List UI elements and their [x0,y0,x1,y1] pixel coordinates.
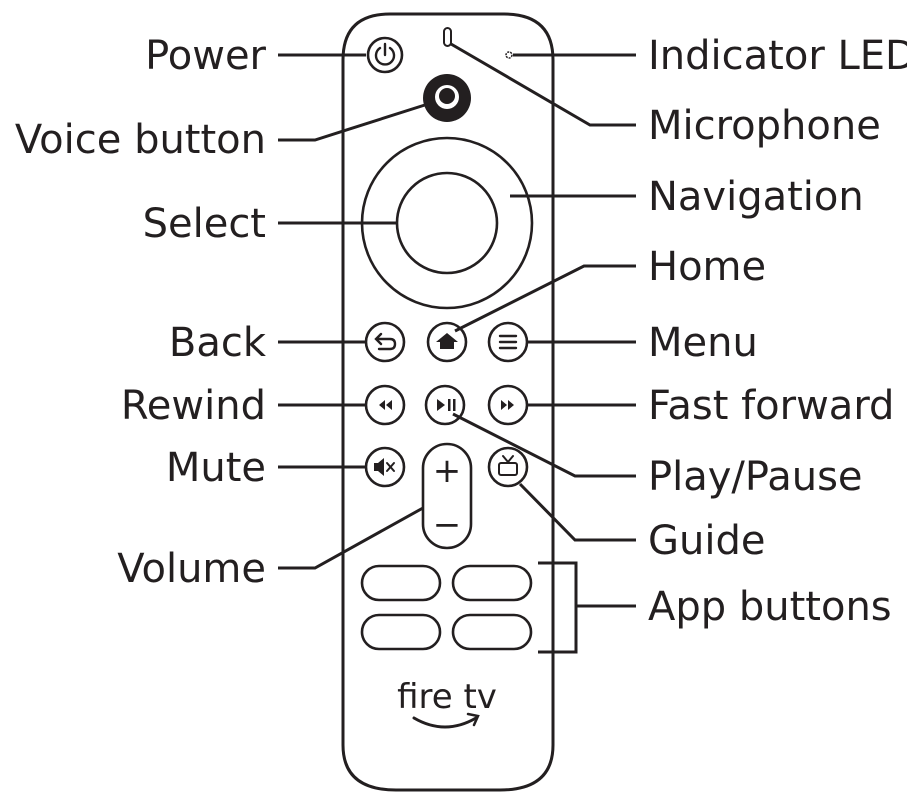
label-microphone: Microphone [648,103,881,149]
indicator-led [505,51,513,59]
logo-text: fire tv [397,677,497,717]
menu-button[interactable] [487,321,529,363]
home-button[interactable] [426,321,468,363]
leader-lines-left [278,53,429,570]
mute-icon [374,458,395,476]
label-app-buttons: App buttons [648,584,892,630]
app-button-3[interactable] [360,613,442,651]
amazon-smile [412,716,478,729]
leader-lines-right [450,42,636,654]
volume-up-glyph[interactable]: + [433,451,462,491]
guide-button[interactable] [487,446,529,488]
play-pause-icon [437,399,456,411]
label-play-pause: Play/Pause [648,454,863,500]
label-navigation: Navigation [648,174,864,220]
label-rewind: Rewind [121,383,266,429]
label-volume: Volume [117,546,266,592]
home-icon [436,333,458,349]
power-icon [374,46,396,66]
label-back: Back [169,320,267,366]
fire-tv-logo: fire tv [397,677,497,729]
voice-button[interactable] [423,74,471,122]
label-fast-forward: Fast forward [648,383,894,429]
rewind-icon [379,400,392,410]
label-mute: Mute [166,445,266,491]
label-home: Home [648,244,766,290]
select-button[interactable] [395,171,499,275]
guide-tv-icon [498,455,518,476]
fast-forward-icon [501,400,514,410]
fast-forward-button[interactable] [487,384,529,426]
label-guide: Guide [648,518,765,564]
rewind-button[interactable] [364,384,406,426]
label-menu: Menu [648,320,758,366]
back-button[interactable] [364,321,406,363]
label-indicator-led: Indicator LED [648,33,907,79]
power-button[interactable] [366,36,404,74]
label-voice-button: Voice button [15,117,266,163]
microphone-slot [443,27,452,47]
mute-button[interactable] [364,446,406,488]
volume-down-glyph[interactable]: − [433,505,462,545]
volume-rocker[interactable]: + − [421,442,473,550]
app-button-4[interactable] [451,613,533,651]
menu-icon [498,334,518,350]
label-select: Select [143,201,266,247]
back-icon [374,332,397,351]
label-power: Power [145,33,266,79]
app-button-2[interactable] [451,564,533,602]
app-button-1[interactable] [360,564,442,602]
